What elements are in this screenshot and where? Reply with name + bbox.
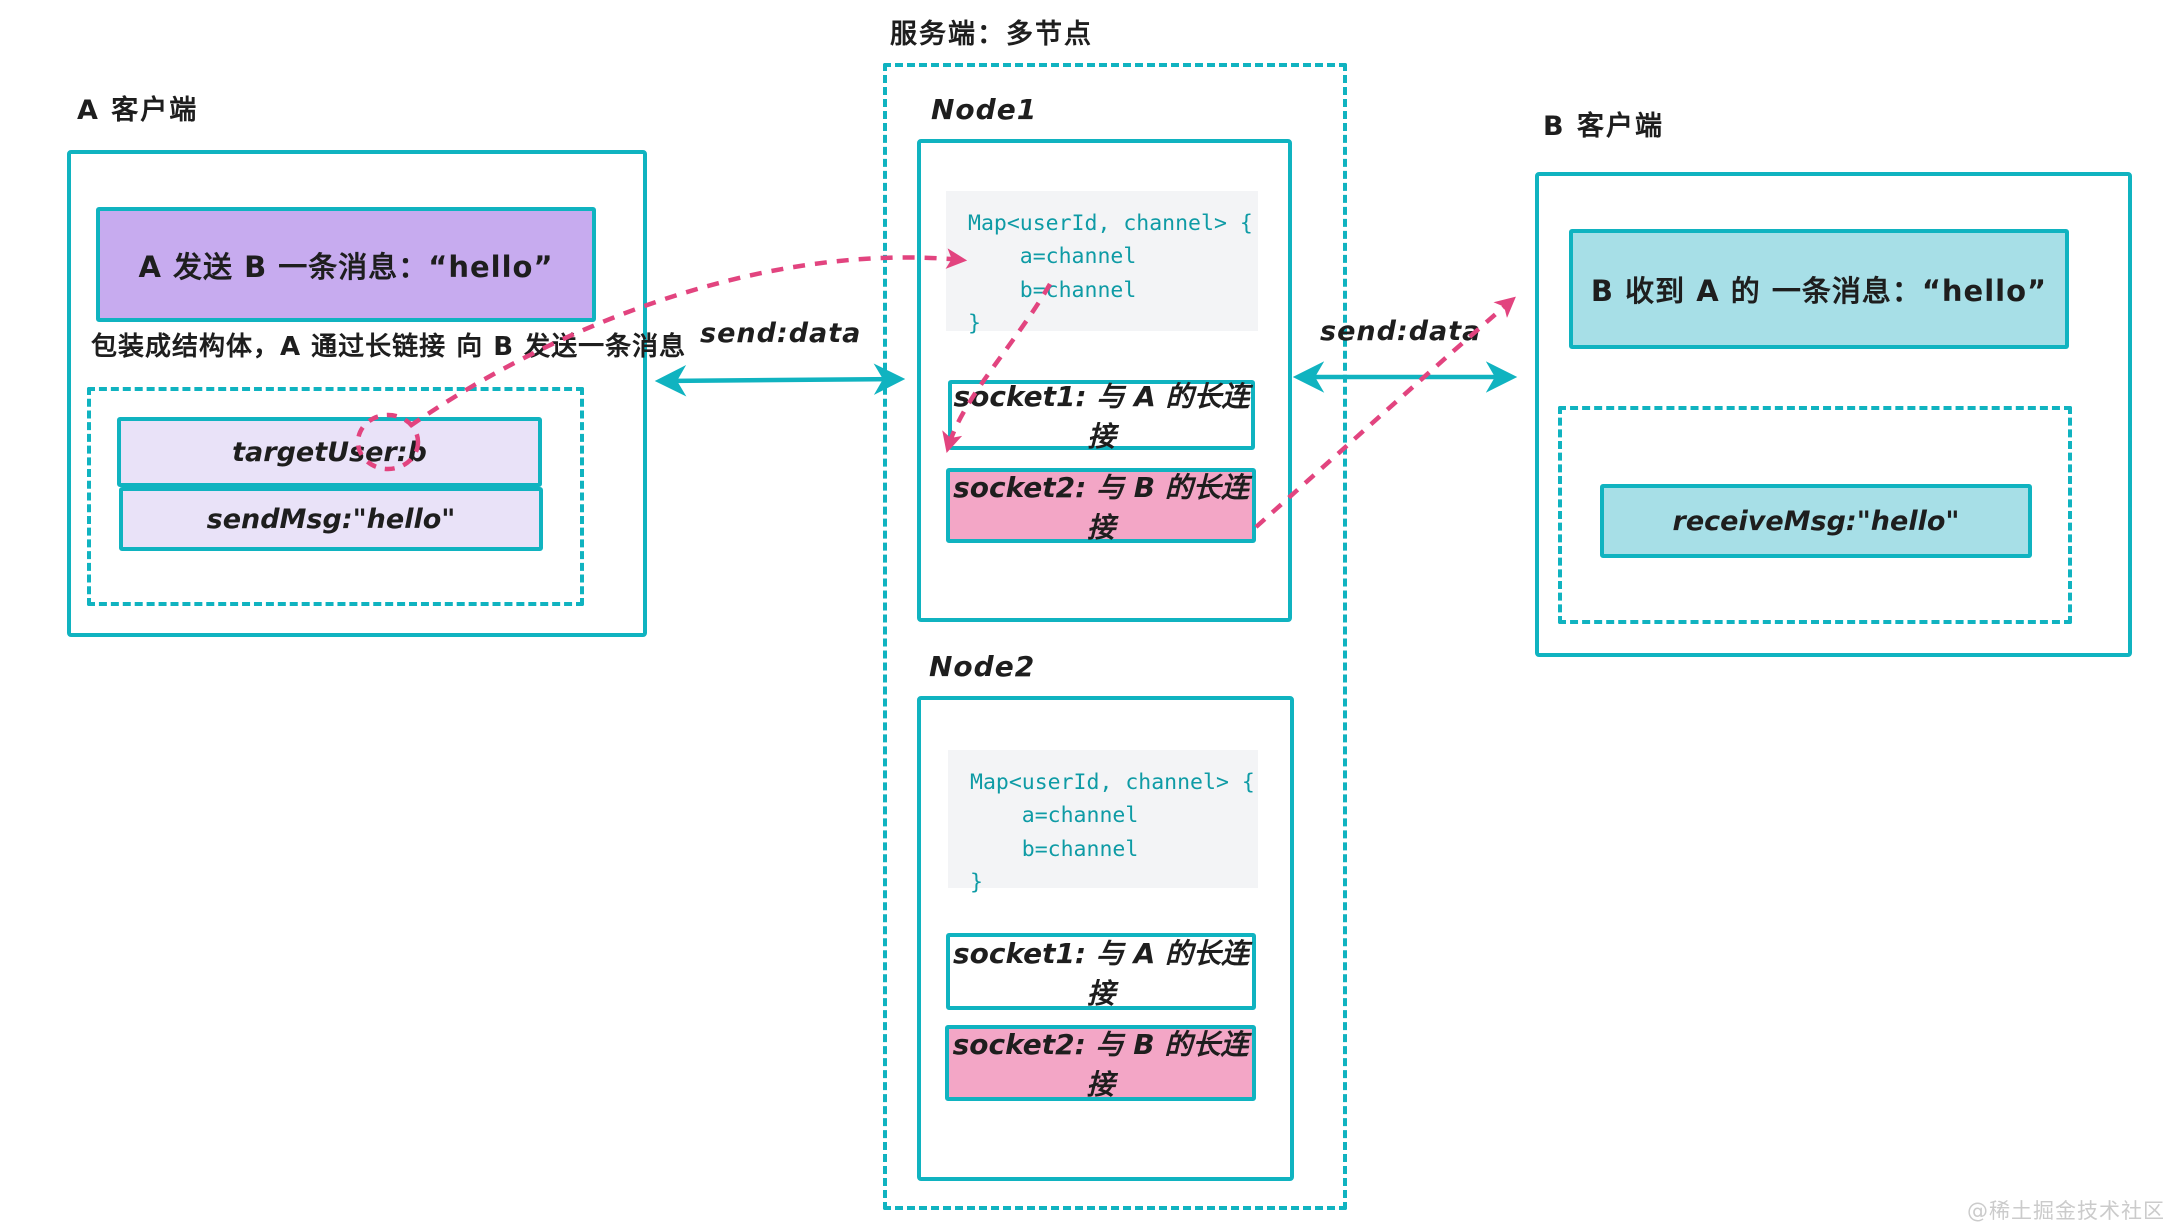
field-receive-msg-text: receiveMsg:"hello" <box>1672 505 1960 537</box>
node1-socket1-text: socket1: 与 A 的长连接 <box>953 380 1250 453</box>
node1-socket2-text: socket2: 与 B 的长连接 <box>953 470 1249 544</box>
client-b-title: B 客户端 <box>1543 111 1664 142</box>
node2-socket2-text: socket2: 与 B 的长连接 <box>952 1028 1249 1101</box>
send-data-arrow-left <box>654 363 906 397</box>
node2-socket1: socket1: 与 A 的长连接 <box>946 933 1256 1010</box>
client-a-title: A 客户端 <box>77 95 199 126</box>
watermark: @稀土掘金技术社区 <box>1967 1199 2165 1223</box>
node2-socket2: socket2: 与 B 的长连接 <box>945 1025 1256 1101</box>
field-target-user: targetUser:b <box>117 417 542 487</box>
field-send-msg: sendMsg:"hello" <box>119 487 543 551</box>
client-a-box: A 发送 B 一条消息：“hello” 包装成结构体，A 通过长链接 向 B 发… <box>67 150 685 637</box>
client-a-caption: 包装成结构体，A 通过长链接 向 B 发送一条消息 <box>91 332 687 362</box>
node1-channel-map: Map<userId, channel> { a=channel b=chann… <box>946 191 1258 336</box>
node2-socket1-text: socket1: 与 A 的长连接 <box>952 936 1250 1010</box>
client-b-message-text: B 收到 A 的 一条消息：“hello” <box>1590 274 2048 308</box>
send-data-label-right: send:data <box>1320 316 1482 347</box>
node1-socket2: socket2: 与 B 的长连接 <box>946 468 1256 544</box>
client-a-message: A 发送 B 一条消息：“hello” <box>96 207 596 322</box>
field-send-msg-text: sendMsg:"hello" <box>206 503 456 535</box>
node2-channel-map: Map<userId, channel> { a=channel b=chann… <box>948 750 1258 895</box>
node2-box: Map<userId, channel> { a=channel b=chann… <box>917 696 1294 1181</box>
send-data-label-left: send:data <box>700 318 862 349</box>
field-receive-msg: receiveMsg:"hello" <box>1600 484 2032 558</box>
server-container: Node1 Map<userId, channel> { a=channel b… <box>883 63 1347 1210</box>
server-title: 服务端：多节点 <box>890 19 1093 50</box>
client-b-struct-box: receiveMsg:"hello" <box>1558 406 2072 624</box>
field-target-user-text: targetUser:b <box>232 436 427 468</box>
client-a-message-text: A 发送 B 一条消息：“hello” <box>138 249 554 284</box>
client-b-message: B 收到 A 的 一条消息：“hello” <box>1569 229 2069 349</box>
node2-label: Node2 <box>929 650 1036 683</box>
client-b-box: B 收到 A 的 一条消息：“hello” receiveMsg:"hello" <box>1535 172 2132 657</box>
node1-socket1: socket1: 与 A 的长连接 <box>948 380 1255 453</box>
node1-label: Node1 <box>931 93 1038 126</box>
client-a-struct-box: targetUser:b sendMsg:"hello" <box>87 387 584 606</box>
node1-box: Map<userId, channel> { a=channel b=chann… <box>917 139 1292 622</box>
